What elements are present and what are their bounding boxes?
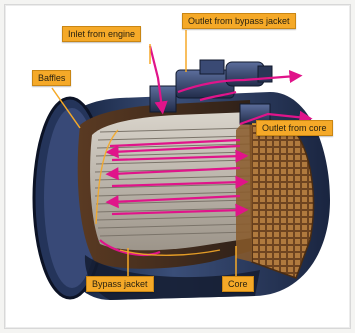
inner-chamber [90,112,252,250]
label-outlet-from-bypass-jacket: Outlet from bypass jacket [182,13,296,29]
label-inlet-from-engine: Inlet from engine [62,26,141,42]
label-core: Core [222,276,254,292]
label-bypass-jacket: Bypass jacket [86,276,154,292]
label-outlet-from-core: Outlet from core [256,120,333,136]
label-baffles: Baffles [32,70,71,86]
